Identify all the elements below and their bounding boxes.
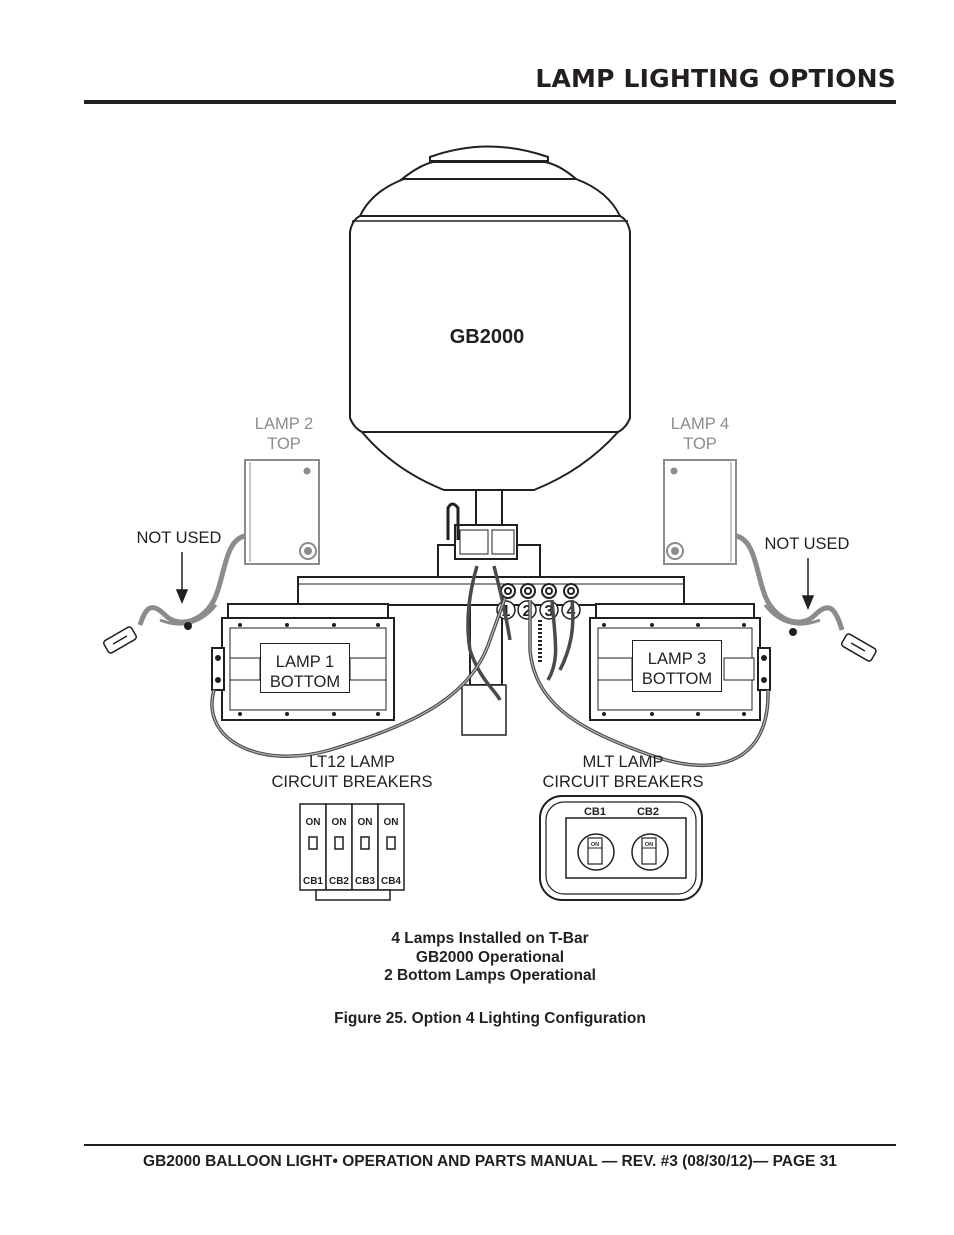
page-title: LAMP LIGHTING OPTIONS: [535, 64, 896, 93]
lamp-3-label-line-1: LAMP 3: [647, 650, 707, 668]
lt12-label-line-2: CIRCUIT BREAKERS: [271, 773, 433, 791]
lt12-cb3-name: CB3: [355, 876, 375, 887]
lamp-1-label-line-2: BOTTOM: [269, 673, 341, 691]
lt12-cb2-state: ON: [332, 817, 347, 828]
housing-fasteners: [238, 623, 746, 716]
configuration-caption: 4 Lamps Installed on T-Bar GB2000 Operat…: [0, 930, 954, 986]
lamp-cables-inner: [211, 597, 769, 766]
lamp-1-housing: [211, 603, 395, 721]
lamp-2-top: [244, 459, 320, 565]
receptacle-number-2: 2: [523, 603, 532, 620]
lamp-4-label-line-2: TOP: [683, 435, 717, 453]
lamp-1-label: LAMP 1 BOTTOM: [260, 643, 350, 693]
lt12-breaker-panel: [299, 803, 405, 901]
lt12-label-line-1: LT12 LAMP: [309, 753, 395, 771]
lt12-cb4-state: ON: [384, 817, 399, 828]
mlt-breaker-text: CB1 CB2 ON ON: [584, 806, 659, 848]
plug-left-icon: [102, 626, 138, 654]
lamp-4-label-line-1: LAMP 4: [670, 415, 730, 433]
mlt-cb2-name: CB2: [637, 806, 659, 818]
not-used-right-label: NOT USED: [764, 535, 850, 553]
mlt-breaker-panel: [539, 795, 703, 901]
receptacle-number-3: 3: [545, 603, 554, 620]
lamp-4-top: [663, 459, 737, 565]
lamp-3-label: LAMP 3 BOTTOM: [632, 640, 722, 692]
mlt-cb1-state: ON: [591, 842, 599, 848]
lamp-4-label: LAMP 4 TOP: [650, 414, 750, 454]
lamp-2-label-line-2: TOP: [267, 435, 301, 453]
lt12-cb2-name: CB2: [329, 876, 349, 887]
lamp-3-label-line-2: BOTTOM: [641, 670, 713, 688]
lamp-1-label-line-1: LAMP 1: [275, 653, 335, 671]
lamp-2-label-line-1: LAMP 2: [254, 415, 314, 433]
page-footer: GB2000 BALLOON LIGHT• OPERATION AND PART…: [143, 1153, 837, 1170]
balloon-label: GB2000: [450, 326, 525, 348]
caption-line-1: 4 Lamps Installed on T-Bar: [391, 930, 589, 947]
lt12-breakers-label: LT12 LAMP CIRCUIT BREAKERS: [252, 752, 452, 792]
footer-rule: [84, 1144, 896, 1146]
arrow-right: [801, 558, 815, 610]
lamp-2-label: LAMP 2 TOP: [234, 414, 334, 454]
mlt-cb1-name: CB1: [584, 806, 606, 818]
balloon-light: [349, 145, 631, 533]
caption-line-3: 2 Bottom Lamps Operational: [384, 967, 596, 984]
mlt-cb2-state: ON: [645, 842, 653, 848]
not-used-left-label: NOT USED: [136, 529, 222, 547]
arrow-left: [175, 552, 189, 604]
lt12-cb1-state: ON: [306, 817, 321, 828]
title-rule: [84, 100, 896, 104]
mlt-label-line-2: CIRCUIT BREAKERS: [542, 773, 704, 791]
plug-right-icon: [840, 633, 877, 662]
mlt-breakers-label: MLT LAMP CIRCUIT BREAKERS: [523, 752, 723, 792]
caption-line-2: GB2000 Operational: [415, 948, 565, 966]
lt12-cb3-state: ON: [358, 817, 373, 828]
lt12-cb1-name: CB1: [303, 876, 323, 887]
lt12-breaker-text: ON ON ON ON CB1 CB2 CB3 CB4: [303, 817, 401, 887]
unused-cable-right: [735, 533, 845, 631]
mlt-label-line-1: MLT LAMP: [582, 753, 664, 771]
lt12-cb4-name: CB4: [381, 876, 401, 887]
lamp-3-housing: [589, 603, 771, 721]
figure-caption: Figure 25. Option 4 Lighting Configurati…: [334, 1010, 646, 1027]
